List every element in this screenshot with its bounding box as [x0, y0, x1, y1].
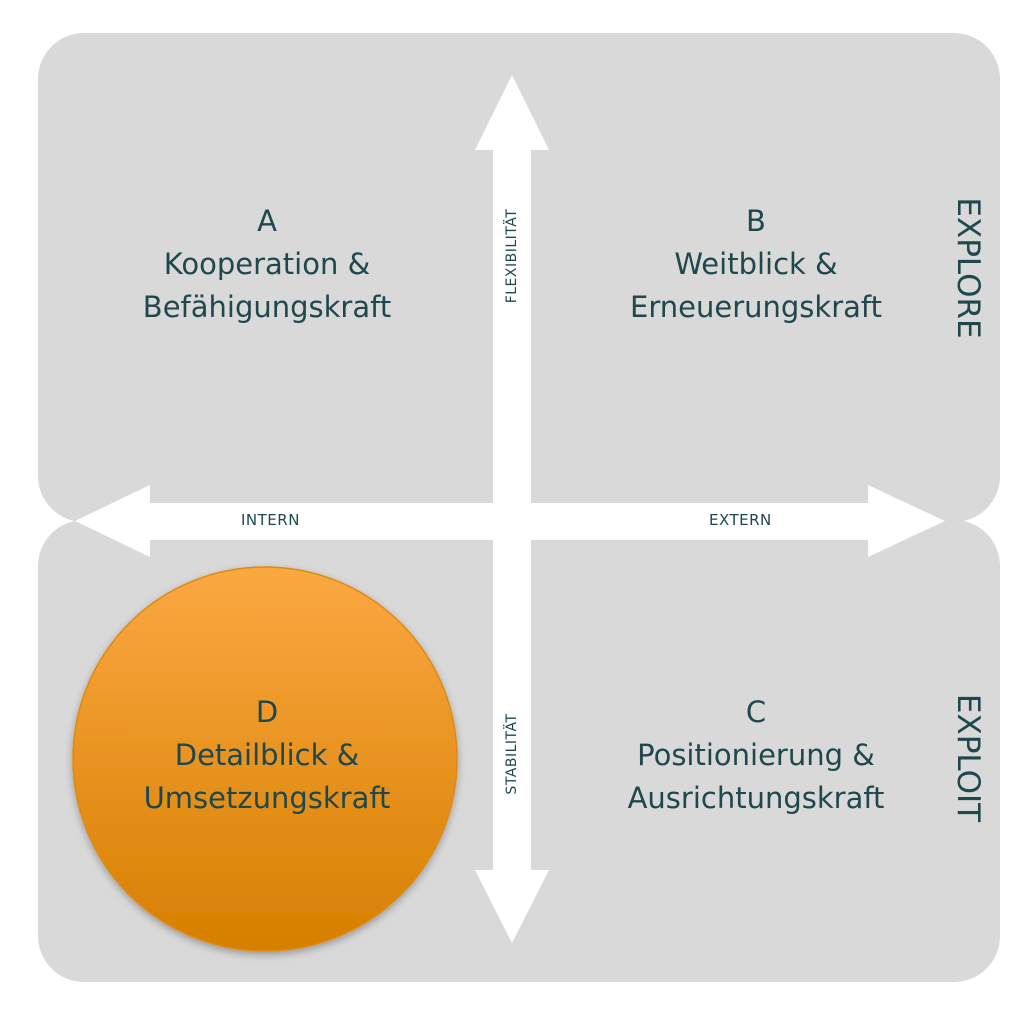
quadrant-d-letter: D [255, 695, 279, 729]
quadrant-b-line2: Erneuerungskraft [630, 290, 882, 324]
quadrant-a: A Kooperation & Befähigungskraft [57, 200, 477, 329]
quadrant-d: D Detailblick & Umsetzungskraft [57, 691, 477, 820]
quadrant-d-line1: Detailblick & [174, 738, 360, 772]
axis-label-intern: INTERN [241, 511, 300, 529]
quadrant-b: B Weitblick & Erneuerungskraft [546, 200, 966, 329]
quadrant-b-letter: B [746, 204, 766, 238]
axis-label-flexibilitaet: FLEXIBILITÄT [504, 208, 520, 304]
quadrant-c-letter: C [745, 695, 767, 729]
highlight-circle [72, 566, 458, 952]
row-label-explore: EXPLORE [950, 197, 986, 339]
quadrant-a-letter: A [257, 204, 277, 238]
quadrant-c: C Positionierung & Ausrichtungskraft [546, 691, 966, 820]
row-label-exploit: EXPLOIT [950, 693, 986, 823]
axis-label-stabilitaet: STABILITÄT [504, 713, 520, 795]
quadrant-a-line2: Befähigungskraft [142, 290, 392, 324]
quadrant-c-line1: Positionierung & [637, 738, 875, 772]
quadrant-a-line1: Kooperation & [163, 247, 371, 281]
quadrant-c-line2: Ausrichtungskraft [627, 781, 885, 815]
quadrant-b-line1: Weitblick & [674, 247, 838, 281]
axis-label-extern: EXTERN [709, 511, 772, 529]
horizontal-axis-arrow [75, 485, 945, 557]
quadrant-d-line2: Umsetzungskraft [143, 781, 391, 815]
